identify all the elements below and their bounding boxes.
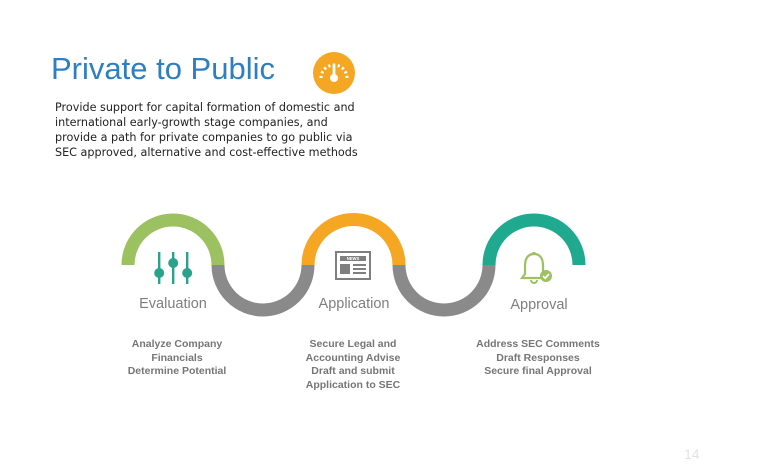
connector-arc-1 <box>211 264 315 317</box>
speedometer-icon <box>313 52 355 94</box>
slide-title: Private to Public <box>51 51 275 86</box>
desc-line: Address SEC Comments <box>476 338 600 350</box>
newspaper-icon: NEWS <box>335 251 371 280</box>
step-desc-approval: Address SEC Comments Draft Responses Sec… <box>453 338 623 379</box>
application-arc <box>301 213 406 266</box>
step-label-approval: Approval <box>510 297 568 313</box>
page-number: 14 <box>684 446 700 462</box>
desc-line: Draft and submit <box>311 365 395 377</box>
desc-line: Accounting Advise <box>305 351 401 364</box>
desc-line: Draft Responses <box>496 351 580 364</box>
evaluation-arc <box>121 213 225 266</box>
desc-line: Secure final Approval <box>484 365 592 377</box>
desc-line: Application to SEC <box>305 378 401 391</box>
desc-line: Analyze Company <box>131 338 223 350</box>
bell-check-icon <box>519 252 552 284</box>
sliders-icon <box>154 252 193 284</box>
approval-arc <box>482 213 586 266</box>
desc-line: Secure Legal and <box>309 338 397 350</box>
desc-line: Financials <box>151 351 203 364</box>
step-desc-evaluation: Analyze Company Financials Determine Pot… <box>92 338 262 379</box>
step-label-evaluation: Evaluation <box>139 296 207 312</box>
connector-arc-2 <box>392 264 496 317</box>
step-desc-application: Secure Legal and Accounting Advise Draft… <box>268 338 438 392</box>
intro-text: Provide support for capital formation of… <box>55 101 358 159</box>
svg-text:NEWS: NEWS <box>347 256 360 261</box>
desc-line: Determine Potential <box>127 365 227 377</box>
step-label-application: Application <box>318 296 390 312</box>
